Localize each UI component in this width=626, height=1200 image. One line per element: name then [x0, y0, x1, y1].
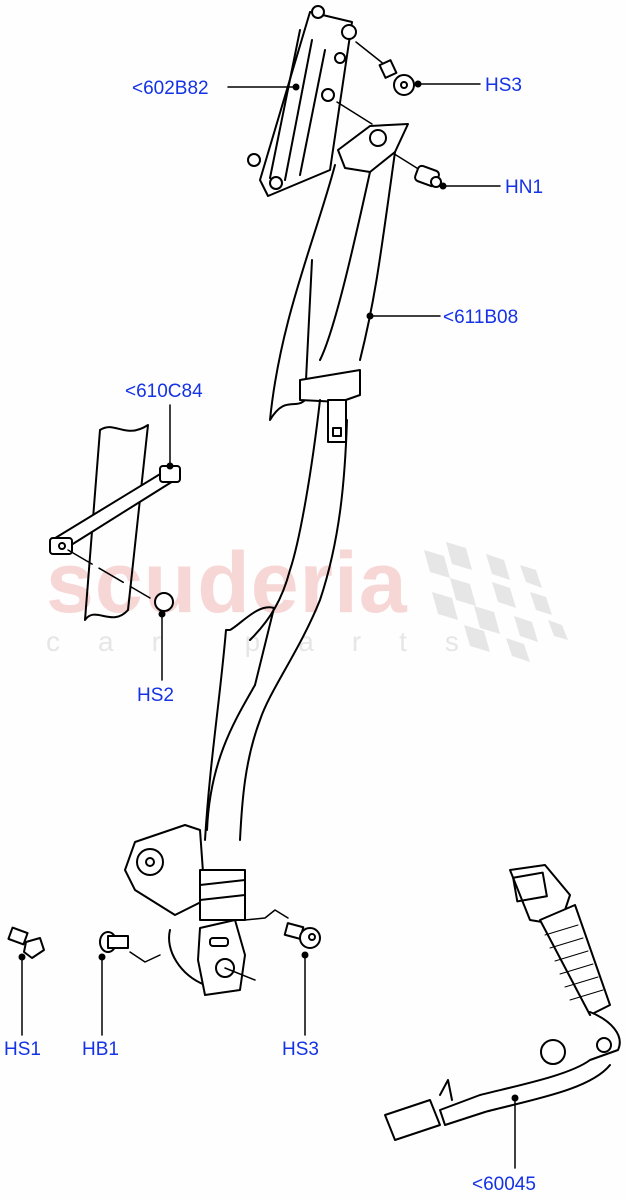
callout-hn1[interactable]: HN1	[505, 177, 544, 198]
callout-602b82[interactable]: <602B82	[132, 78, 209, 99]
callout-hs3-bottom[interactable]: HS3	[282, 1039, 319, 1060]
retractor	[124, 824, 289, 996]
callout-hs2[interactable]: HS2	[137, 685, 174, 706]
leader-lines	[21, 83, 516, 1169]
callout-hb1[interactable]: HB1	[82, 1039, 119, 1060]
anchor-strap	[49, 424, 181, 621]
hs3-bottom-screw	[283, 922, 321, 949]
hs1-bolt	[7, 926, 45, 959]
callout-hs1[interactable]: HS1	[4, 1039, 41, 1060]
hn1-nut	[336, 101, 442, 188]
hb1-bolt	[99, 931, 161, 963]
callout-60045[interactable]: <60045	[472, 1174, 536, 1195]
watermark-scuderia: scuderia	[46, 535, 408, 631]
callout-hs3-top[interactable]: HS3	[485, 75, 522, 96]
callout-611b08[interactable]: <611B08	[443, 307, 519, 328]
height-adjuster-rail	[247, 5, 357, 197]
callout-610c84[interactable]: <610C84	[125, 381, 203, 402]
seat-belt-webbing	[204, 151, 396, 841]
checkered-flag-watermark	[424, 542, 568, 662]
buckle-assembly	[384, 864, 621, 1141]
watermark-car-parts: car parts	[46, 626, 497, 657]
leader-dots	[18, 80, 519, 1102]
hs3-top-screw	[355, 41, 415, 96]
